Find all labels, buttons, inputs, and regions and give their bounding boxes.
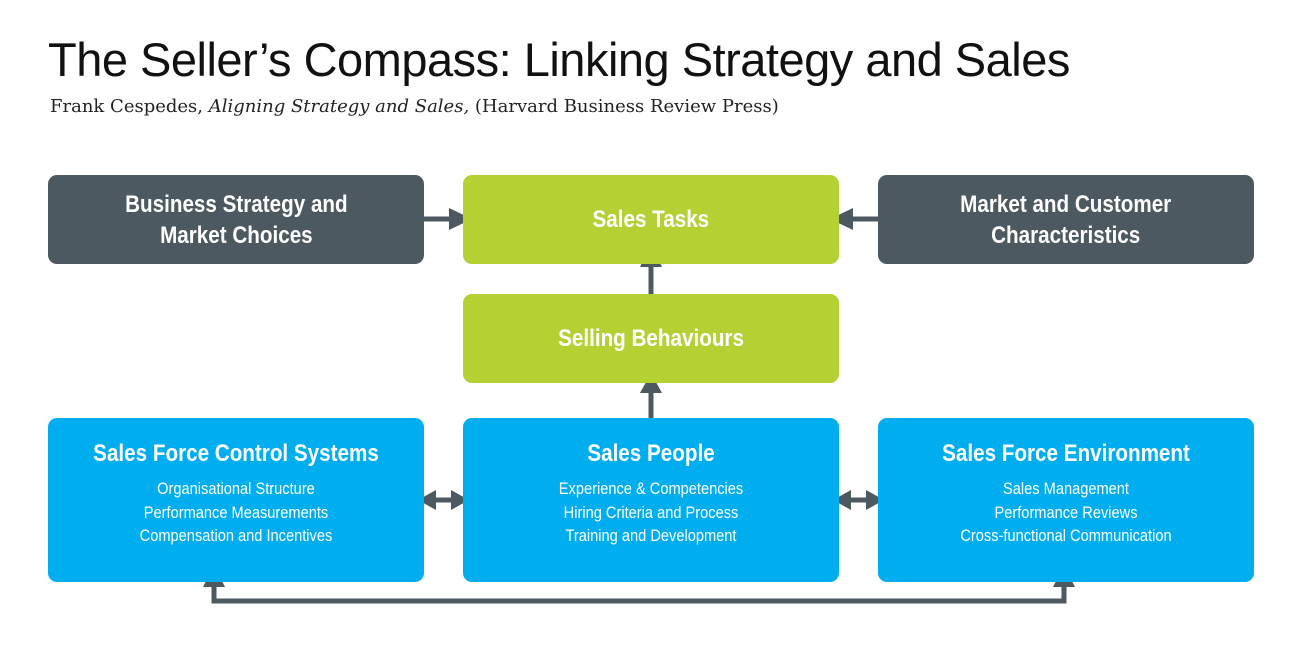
sales-tasks-box: Sales Tasks — [463, 175, 839, 264]
arrow-bottom-loop — [211, 582, 1067, 604]
sales-people-title: Sales People — [587, 440, 715, 467]
subtitle-publisher: (Harvard Business Review Press) — [469, 96, 779, 117]
sales-force-environment-box: Sales Force Environment Sales Management… — [878, 418, 1254, 582]
subtitle-author: Frank Cespedes, — [50, 96, 209, 117]
selling-behaviours-label: Selling Behaviours — [558, 325, 744, 352]
page-subtitle: Frank Cespedes, Aligning Strategy and Sa… — [50, 96, 779, 117]
sales-force-control-box: Sales Force Control Systems Organisation… — [48, 418, 424, 582]
sales-force-environment-title: Sales Force Environment — [942, 440, 1190, 467]
business-strategy-line1: Business Strategy and — [124, 190, 348, 218]
selling-behaviours-box: Selling Behaviours — [463, 294, 839, 383]
list-item: Organisational Structure — [157, 479, 315, 498]
sales-people-box: Sales People Experience & Competencies H… — [463, 418, 839, 582]
market-customer-line2: Characteristics — [991, 221, 1141, 249]
arrowhead-environment-left — [833, 490, 851, 510]
business-strategy-box: Business Strategy and Market Choices — [48, 175, 424, 264]
arrowhead-control-left — [418, 490, 436, 510]
list-item: Performance Measurements — [143, 502, 329, 522]
sales-force-environment-list: Sales Management Performance Reviews Cro… — [878, 477, 1254, 548]
arrowhead-market-to-tasks — [830, 208, 853, 230]
arrowhead-control-right — [451, 490, 469, 510]
arrowhead-environment-right — [866, 490, 884, 510]
page-title: The Seller’s Compass: Linking Strategy a… — [48, 33, 1070, 86]
business-strategy-line2: Market Choices — [159, 221, 313, 249]
list-item: Hiring Criteria and Process — [563, 502, 739, 522]
sales-tasks-label: Sales Tasks — [592, 206, 710, 233]
list-item: Sales Management — [1003, 479, 1129, 498]
market-customer-box: Market and Customer Characteristics — [878, 175, 1254, 264]
arrowhead-strategy-to-tasks — [449, 208, 472, 230]
list-item: Experience & Competencies — [558, 479, 744, 498]
arrowhead-people-to-behaviours — [640, 373, 662, 393]
sales-people-list: Experience & Competencies Hiring Criteri… — [463, 477, 839, 548]
list-item: Training and Development — [565, 526, 737, 545]
list-item: Compensation and Incentives — [139, 526, 333, 545]
subtitle-book: Aligning Strategy and Sales, — [208, 96, 470, 117]
sales-force-control-title: Sales Force Control Systems — [93, 440, 379, 467]
list-item: Performance Reviews — [994, 502, 1138, 522]
sales-force-control-list: Organisational Structure Performance Mea… — [48, 477, 424, 548]
list-item: Cross-functional Communication — [960, 526, 1172, 545]
market-customer-line1: Market and Customer — [960, 190, 1172, 218]
